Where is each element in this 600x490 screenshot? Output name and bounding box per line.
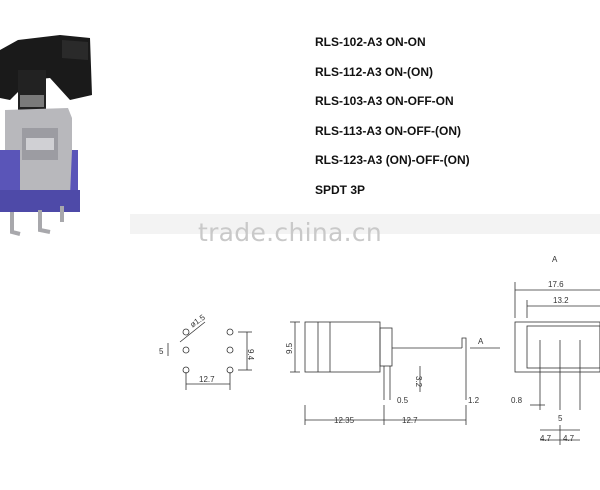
dim-base-width: 12.7 [199,375,215,384]
dim-half2: 4.7 [563,434,575,443]
dim-row-span: 9.4 [246,349,255,361]
spec-line: RLS-123-A3 (ON)-OFF-(ON) [315,153,470,167]
dim-inner: 13.2 [553,296,569,305]
front-view [514,282,600,445]
watermark: trade.china.cn [198,218,383,247]
dim-pin-thick: 0.5 [397,396,409,405]
spec-line: RLS-112-A3 ON-(ON) [315,64,434,79]
dim-tab: 1.2 [468,396,480,405]
dim-pin-w: 0.8 [511,396,523,405]
view-a-label: A [478,337,484,346]
technical-drawing: ø1.5 5 9.4 12.7 9.5 A 3.2 0.5 1.2 12.35 … [159,255,600,445]
product-photo [0,35,92,236]
pin-layout-view [167,321,252,390]
dim-body-height: 9.5 [285,342,294,354]
spec-line: RLS-113-A3 ON-OFF-(ON) [315,123,462,138]
dim-overall: 17.6 [548,280,564,289]
watermark-band [130,214,600,234]
spec-line: RLS-103-A3 ON-OFF-ON [315,94,454,108]
dim-pitch2: 5 [558,414,563,423]
top-view-label: A [552,255,558,264]
side-view [290,321,500,425]
dim-pin-pitch: 5 [159,347,164,356]
dim-lever-len: 12.35 [334,416,355,425]
spec-line: RLS-102-A3 ON-ON [315,35,426,49]
spec-line: SPDT 3P [315,182,366,197]
spec-list: RLS-102-A3 ON-ON RLS-112-A3 ON-(ON) RLS-… [315,34,470,211]
dim-half1: 4.7 [540,434,552,443]
dim-body-len: 12.7 [402,416,418,425]
dim-pin-len: 3.2 [414,376,423,388]
dim-hole-dia: ø1.5 [189,312,208,329]
